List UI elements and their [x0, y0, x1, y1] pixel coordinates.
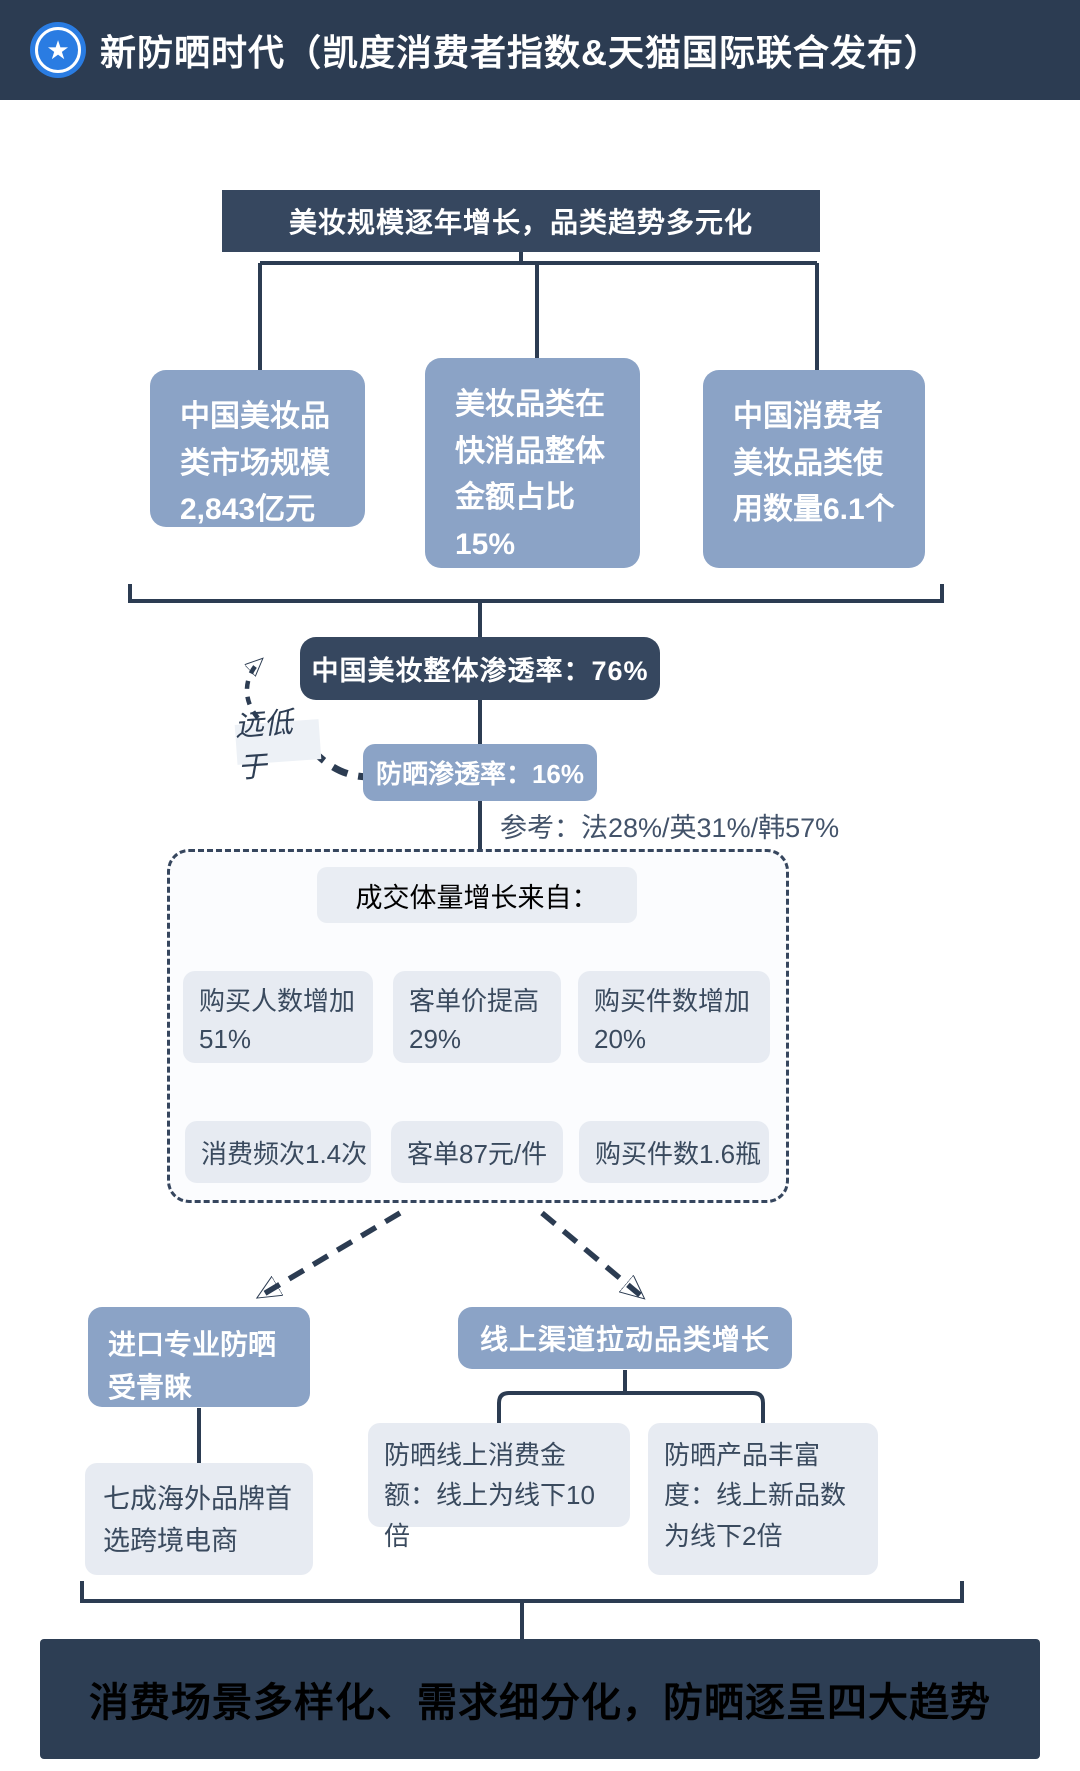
stat-box-market-size: 中国美妆品类市场规模2,843亿元: [150, 370, 365, 527]
tree-connector: [258, 252, 819, 371]
far-below-annotation: 远低于: [234, 707, 322, 785]
driver-units-value: 20%: [594, 1023, 647, 1054]
header-bar: ★ 新防晒时代（凯度消费者指数&天猫国际联合发布）: [0, 0, 1080, 100]
branch-arrow-right: [540, 1210, 640, 1295]
driver-units-detail: 购买件数1.6瓶: [579, 1121, 769, 1183]
driver-units: 购买件数增加 20%: [578, 971, 770, 1063]
driver-buyers-value: 51%: [199, 1023, 252, 1054]
branch-right-detail-assortment: 防晒产品丰富度：线上新品数为线下2倍: [648, 1423, 878, 1575]
star-glyph: ★: [35, 27, 81, 73]
stat-box-fmcg-share: 美妆品类在快消品整体金额占比15%: [425, 358, 640, 568]
overall-penetration-box: 中国美妆整体渗透率：76%: [300, 637, 660, 700]
right-branch-bracket: [497, 1370, 765, 1423]
driver-price-value: 29%: [409, 1023, 462, 1054]
driver-price-label: 客单价提高: [409, 986, 540, 1016]
driver-price-detail: 客单87元/件: [391, 1121, 563, 1183]
driver-units-label: 购买件数增加: [594, 986, 751, 1016]
footer-bracket: [80, 1581, 964, 1639]
branch-right-title: 线上渠道拉动品类增长: [458, 1307, 792, 1369]
reference-note: 参考：法28%/英31%/韩57%: [500, 813, 840, 843]
branch-arrow-left: [262, 1210, 402, 1295]
stats-bracket: [128, 584, 944, 637]
growth-title: 成交体量增长来自：: [317, 867, 637, 923]
section1-title: 美妆规模逐年增长，品类趋势多元化: [222, 190, 820, 252]
driver-price: 客单价提高 29%: [393, 971, 561, 1063]
star-icon: ★: [30, 22, 86, 78]
sunscreen-penetration-box: 防晒渗透率：16%: [363, 744, 597, 801]
driver-buyers: 购买人数增加 51%: [183, 971, 373, 1063]
page-title: 新防晒时代（凯度消费者指数&天猫国际联合发布）: [100, 32, 941, 73]
footer-title: 消费场景多样化、需求细分化，防晒逐呈四大趋势: [40, 1639, 1040, 1759]
driver-buyers-detail: 消费频次1.4次: [185, 1121, 371, 1183]
driver-buyers-label: 购买人数增加: [199, 986, 356, 1016]
stat-box-usage-count: 中国消费者美妆品类使用数量6.1个: [703, 370, 925, 568]
branch-left-detail: 七成海外品牌首选跨境电商: [85, 1463, 313, 1575]
branch-left-title: 进口专业防晒受青睐: [88, 1307, 310, 1407]
branch-right-detail-gmv: 防晒线上消费金额：线上为线下10倍: [368, 1423, 630, 1551]
